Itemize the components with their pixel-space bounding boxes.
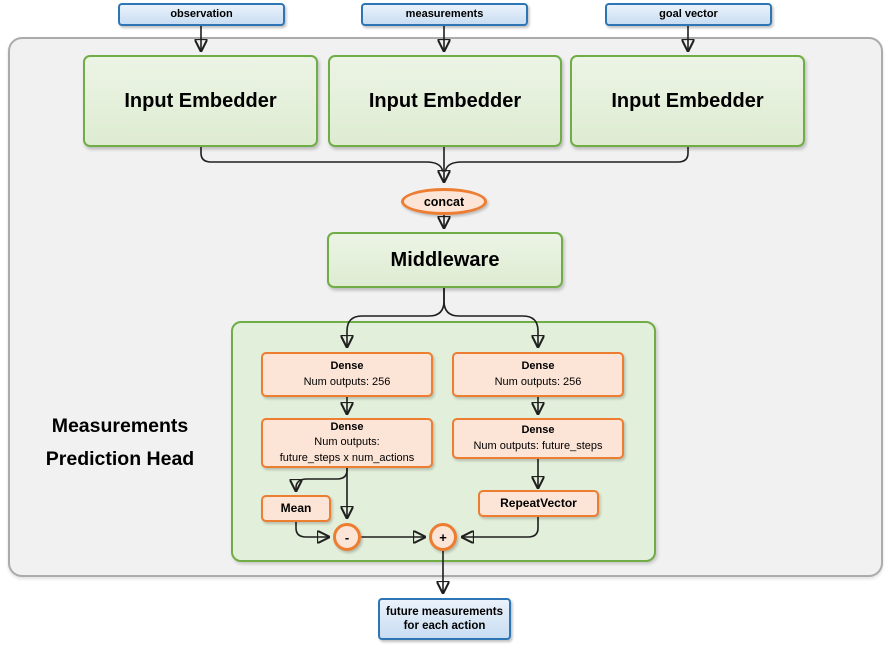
- concat-label: concat: [423, 194, 465, 209]
- repeat-vector-label: RepeatVector: [500, 496, 577, 511]
- minus-operator-label: -: [344, 529, 350, 545]
- input-embedder-3-label: Input Embedder: [611, 89, 764, 112]
- dense-left-2-outputs: Num outputs:: [314, 436, 380, 449]
- dense-left-2-title: Dense: [330, 420, 364, 433]
- input-node-goal-vector-label: goal vector: [659, 7, 718, 20]
- input-embedder-box-2: Input Embedder: [328, 55, 562, 147]
- input-node-goal-vector: goal vector: [605, 3, 772, 26]
- minus-operator-node: -: [333, 523, 361, 551]
- input-embedder-2-label: Input Embedder: [368, 89, 522, 112]
- mean-box: Mean: [261, 495, 331, 522]
- dense-right-1-title: Dense: [521, 360, 555, 373]
- output-node-future-measurements: future measurements for each action: [378, 598, 511, 640]
- concat-node: concat: [401, 188, 487, 215]
- head-title-line1: Measurements: [51, 415, 189, 437]
- dense-left-2-box: Dense Num outputs: future_steps x num_ac…: [261, 418, 433, 468]
- input-node-measurements-label: measurements: [405, 7, 484, 20]
- head-title-line2: Prediction Head: [45, 448, 195, 470]
- input-embedder-box-3: Input Embedder: [570, 55, 805, 147]
- output-node-line2: for each action: [403, 620, 486, 632]
- dense-left-1-outputs: Num outputs: 256: [303, 375, 391, 388]
- input-node-observation: observation: [118, 3, 285, 26]
- input-embedder-box-1: Input Embedder: [83, 55, 318, 147]
- dense-right-1-outputs: Num outputs: 256: [494, 375, 582, 388]
- middleware-box: Middleware: [327, 232, 563, 288]
- input-node-observation-label: observation: [170, 7, 233, 20]
- middleware-label: Middleware: [390, 248, 500, 271]
- plus-operator-label: +: [439, 529, 447, 545]
- input-embedder-1-label: Input Embedder: [124, 89, 277, 112]
- dense-right-2-box: Dense Num outputs: future_steps: [452, 418, 624, 459]
- dense-left-1-box: Dense Num outputs: 256: [261, 352, 433, 397]
- output-node-line1: future measurements: [386, 605, 503, 618]
- head-title: Measurements Prediction Head: [15, 410, 225, 476]
- dense-left-1-title: Dense: [330, 360, 364, 373]
- repeat-vector-box: RepeatVector: [478, 490, 599, 517]
- input-node-measurements: measurements: [361, 3, 528, 26]
- dense-right-2-title: Dense: [521, 424, 555, 437]
- dense-right-2-outputs: Num outputs: future_steps: [473, 439, 603, 452]
- mean-label: Mean: [280, 501, 312, 516]
- dense-left-2-outputs-2: future_steps x num_actions: [279, 451, 415, 464]
- dense-right-1-box: Dense Num outputs: 256: [452, 352, 624, 397]
- plus-operator-node: +: [429, 523, 457, 551]
